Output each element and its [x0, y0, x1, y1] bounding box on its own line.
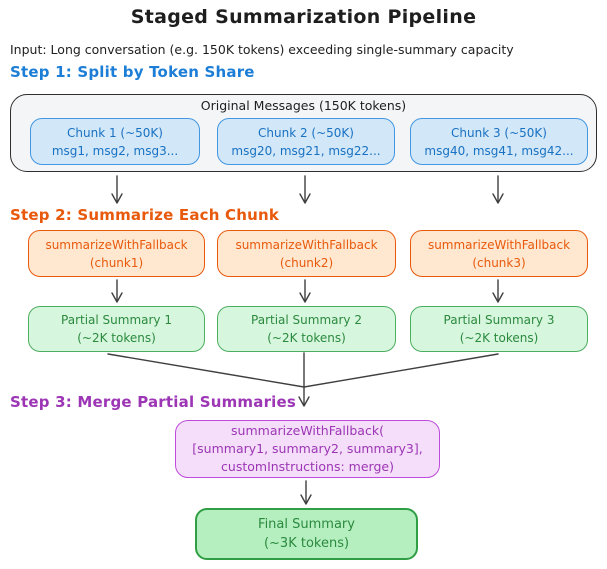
- final-summary-tokens: (~3K tokens): [263, 536, 350, 551]
- partial-summary-1-title: Partial Summary 1: [61, 313, 172, 327]
- arrow-down-icon: [492, 175, 504, 204]
- partial-summary-3-node: Partial Summary 3 (~2K tokens): [410, 306, 588, 352]
- summarize-call-2-node: summarizeWithFallback (chunk2): [217, 230, 396, 277]
- chunk-3-messages: msg40, msg41, msg42...: [424, 143, 574, 158]
- arrow-down-icon: [300, 480, 312, 505]
- arrow-down-icon: [299, 175, 311, 204]
- merge-call-line2: [summary1, summary2, summary3],: [192, 440, 423, 456]
- chunk-1-messages: msg1, msg2, msg3...: [51, 143, 179, 158]
- summarize-call-1-node: summarizeWithFallback (chunk1): [28, 230, 205, 277]
- step3-heading: Step 3: Merge Partial Summaries: [10, 393, 297, 411]
- chunk-2-title: Chunk 2 (~50K): [258, 125, 354, 140]
- step2-heading: Step 2: Summarize Each Chunk: [10, 206, 280, 224]
- chunk-1-title: Chunk 1 (~50K): [67, 125, 163, 140]
- summarize-call-3-function: summarizeWithFallback: [427, 237, 571, 252]
- chunk-2-node: Chunk 2 (~50K) msg20, msg21, msg22...: [217, 118, 395, 165]
- chunk-3-node: Chunk 3 (~50K) msg40, msg41, msg42...: [410, 118, 588, 165]
- chunk-1-node: Chunk 1 (~50K) msg1, msg2, msg3...: [30, 118, 200, 165]
- partial-summary-2-tokens: (~2K tokens): [267, 331, 346, 345]
- partial-summary-2-node: Partial Summary 2 (~2K tokens): [217, 306, 396, 352]
- original-messages-label: Original Messages (150K tokens): [200, 98, 407, 113]
- page-title: Staged Summarization Pipeline: [130, 6, 477, 28]
- merge-call-line3: customInstructions: merge): [221, 459, 394, 475]
- arrow-down-icon: [492, 279, 504, 303]
- partial-summary-1-tokens: (~2K tokens): [77, 331, 156, 345]
- chunk-2-messages: msg20, msg21, msg22...: [231, 143, 381, 158]
- arrow-down-icon: [111, 279, 123, 303]
- partial-summary-3-title: Partial Summary 3: [443, 313, 555, 327]
- arrow-down-icon: [299, 279, 311, 303]
- arrow-down-icon: [111, 175, 123, 204]
- step1-heading: Step 1: Split by Token Share: [10, 63, 255, 81]
- summarize-call-1-argument: (chunk1): [89, 255, 144, 270]
- partial-summary-3-tokens: (~2K tokens): [459, 331, 539, 345]
- summarize-call-1-function: summarizeWithFallback: [45, 237, 188, 252]
- chunk-3-title: Chunk 3 (~50K): [451, 125, 547, 140]
- final-summary-title: Final Summary: [258, 516, 355, 532]
- merge-call-line1: summarizeWithFallback(: [231, 422, 384, 438]
- input-description: Input: Long conversation (e.g. 150K toke…: [10, 42, 514, 57]
- summarize-call-3-node: summarizeWithFallback (chunk3): [410, 230, 588, 277]
- final-summary-node: Final Summary (~3K tokens): [195, 508, 418, 560]
- merge-call-node: summarizeWithFallback( [summary1, summar…: [175, 420, 440, 478]
- partial-summary-1-node: Partial Summary 1 (~2K tokens): [28, 306, 205, 352]
- summarize-call-3-argument: (chunk3): [472, 255, 526, 270]
- partial-summary-2-title: Partial Summary 2: [251, 313, 362, 327]
- summarize-call-2-argument: (chunk2): [279, 255, 334, 270]
- summarize-call-2-function: summarizeWithFallback: [235, 237, 378, 252]
